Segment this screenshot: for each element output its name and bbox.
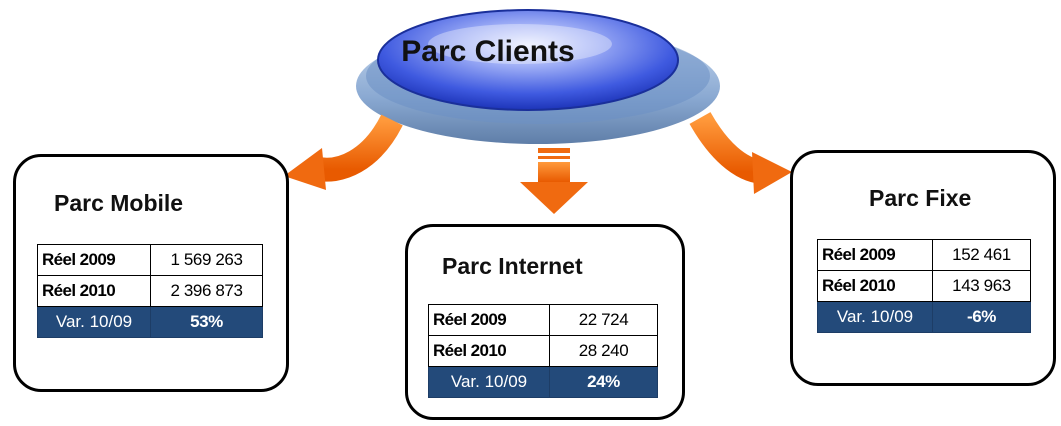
variation-value: 24% xyxy=(549,366,658,398)
table-row: Réel 2010 28 240 xyxy=(428,335,658,367)
table-row: Réel 2009 1 569 263 xyxy=(37,244,263,276)
variation-label: Var. 10/09 xyxy=(37,306,151,338)
variation-label: Var. 10/09 xyxy=(428,366,550,398)
arrow-to-mobile xyxy=(284,114,403,190)
hub-title: Parc Clients xyxy=(401,35,575,68)
table-row: Réel 2010 143 963 xyxy=(817,270,1031,302)
table-row: Réel 2009 22 724 xyxy=(428,304,658,336)
row-value: 28 240 xyxy=(549,335,658,367)
kpi-table: Réel 2009 1 569 263 Réel 2010 2 396 873 … xyxy=(37,244,263,338)
panel-title: Parc Internet xyxy=(442,253,583,279)
row-label: Réel 2010 xyxy=(817,270,933,302)
panel-internet: Parc Internet Réel 2009 22 724 Réel 2010… xyxy=(405,224,685,420)
arrow-to-fixe xyxy=(689,111,792,194)
variation-row: Var. 10/09 24% xyxy=(428,366,658,398)
row-label: Réel 2009 xyxy=(817,239,933,271)
variation-label: Var. 10/09 xyxy=(817,301,933,333)
panel-title: Parc Mobile xyxy=(54,190,184,216)
row-label: Réel 2009 xyxy=(428,304,550,336)
variation-row: Var. 10/09 -6% xyxy=(817,301,1031,333)
variation-value: 53% xyxy=(150,306,263,338)
arrow-to-internet xyxy=(520,148,588,214)
row-value: 1 569 263 xyxy=(150,244,263,276)
panel-title: Parc Fixe xyxy=(869,185,972,211)
variation-row: Var. 10/09 53% xyxy=(37,306,263,338)
row-label: Réel 2009 xyxy=(37,244,151,276)
panel-mobile: Parc Mobile Réel 2009 1 569 263 Réel 201… xyxy=(13,154,289,392)
row-label: Réel 2010 xyxy=(428,335,550,367)
row-value: 152 461 xyxy=(932,239,1031,271)
table-row: Réel 2010 2 396 873 xyxy=(37,275,263,307)
hub-ellipse xyxy=(356,9,720,144)
row-value: 2 396 873 xyxy=(150,275,263,307)
row-value: 143 963 xyxy=(932,270,1031,302)
row-value: 22 724 xyxy=(549,304,658,336)
kpi-table: Réel 2009 152 461 Réel 2010 143 963 Var.… xyxy=(817,239,1031,333)
table-row: Réel 2009 152 461 xyxy=(817,239,1031,271)
panel-fixe: Parc Fixe Réel 2009 152 461 Réel 2010 14… xyxy=(790,150,1056,386)
row-label: Réel 2010 xyxy=(37,275,151,307)
variation-value: -6% xyxy=(932,301,1031,333)
kpi-table: Réel 2009 22 724 Réel 2010 28 240 Var. 1… xyxy=(428,304,658,398)
